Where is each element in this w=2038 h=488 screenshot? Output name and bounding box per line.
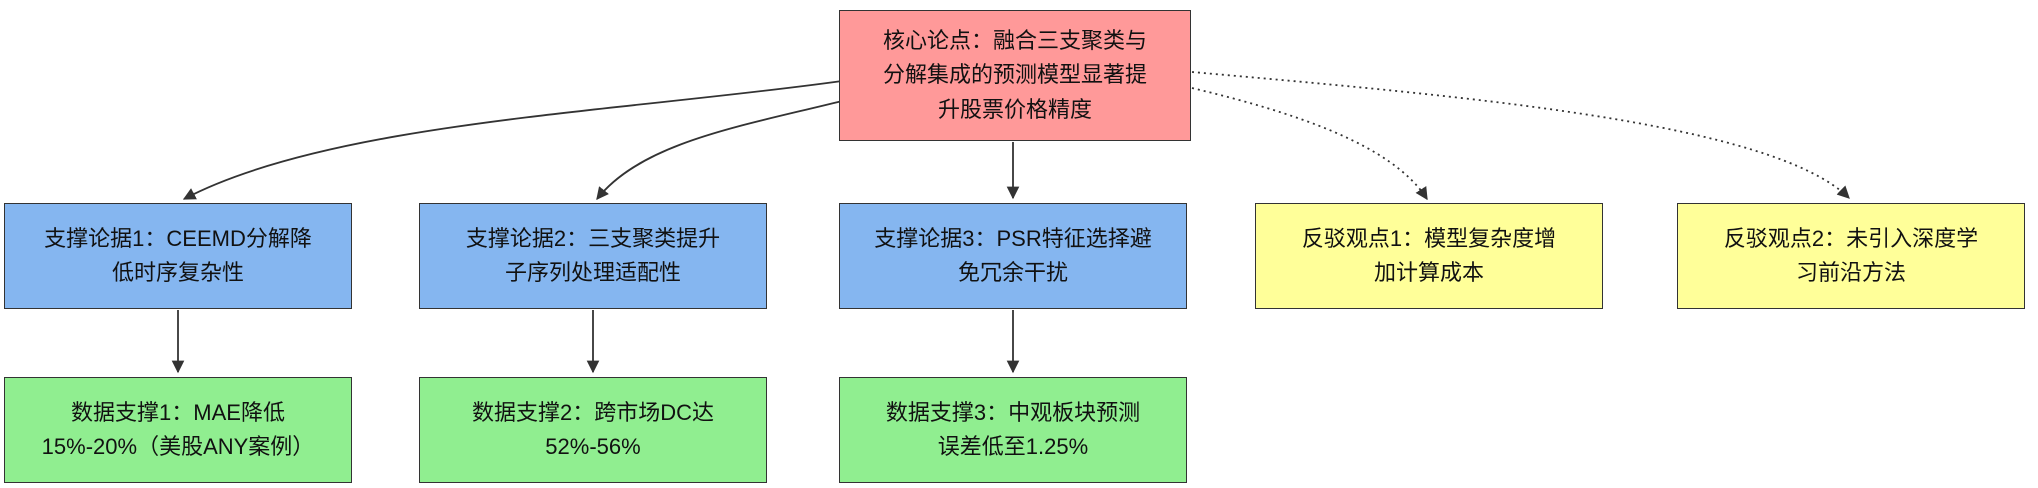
node-core-thesis-label: 核心论点：融合三支聚类与 分解集成的预测模型显著提 升股票价格精度 — [882, 28, 1147, 122]
node-supporting-argument-3-label: 支撑论据3：PSR特征选择避 免冗余干扰 — [874, 225, 1152, 285]
node-data-support-2: 数据支撑2：跨市场DC达 52%-56% — [419, 377, 767, 483]
node-supporting-argument-2: 支撑论据2：三支聚类提升 子序列处理适配性 — [419, 203, 767, 309]
node-rebuttal-2: 反驳观点2：未引入深度学 习前沿方法 — [1677, 203, 2025, 309]
node-data-support-1-label: 数据支撑1：MAE降低 15%-20%（美股ANY案例） — [41, 399, 315, 459]
node-data-support-2-label: 数据支撑2：跨市场DC达 52%-56% — [471, 399, 714, 459]
node-data-support-3-label: 数据支撑3：中观板块预测 误差低至1.25% — [885, 399, 1141, 459]
node-rebuttal-1-label: 反驳观点1：模型复杂度增 加计算成本 — [1301, 225, 1557, 285]
node-supporting-argument-3: 支撑论据3：PSR特征选择避 免冗余干扰 — [839, 203, 1187, 309]
node-rebuttal-1: 反驳观点1：模型复杂度增 加计算成本 — [1255, 203, 1603, 309]
node-data-support-3: 数据支撑3：中观板块预测 误差低至1.25% — [839, 377, 1187, 483]
node-supporting-argument-1: 支撑论据1：CEEMD分解降 低时序复杂性 — [4, 203, 352, 309]
edge-core-rebuttal1 — [1191, 87, 1428, 201]
node-supporting-argument-1-label: 支撑论据1：CEEMD分解降 低时序复杂性 — [44, 225, 312, 285]
edge-core-support2 — [596, 100, 843, 200]
node-core-thesis: 核心论点：融合三支聚类与 分解集成的预测模型显著提 升股票价格精度 — [839, 10, 1191, 141]
node-supporting-argument-2-label: 支撑论据2：三支聚类提升 子序列处理适配性 — [465, 225, 721, 285]
node-rebuttal-2-label: 反驳观点2：未引入深度学 习前沿方法 — [1723, 225, 1979, 285]
node-data-support-1: 数据支撑1：MAE降低 15%-20%（美股ANY案例） — [4, 377, 352, 483]
edge-core-rebuttal2 — [1191, 71, 1850, 199]
edge-core-support1 — [182, 80, 843, 200]
